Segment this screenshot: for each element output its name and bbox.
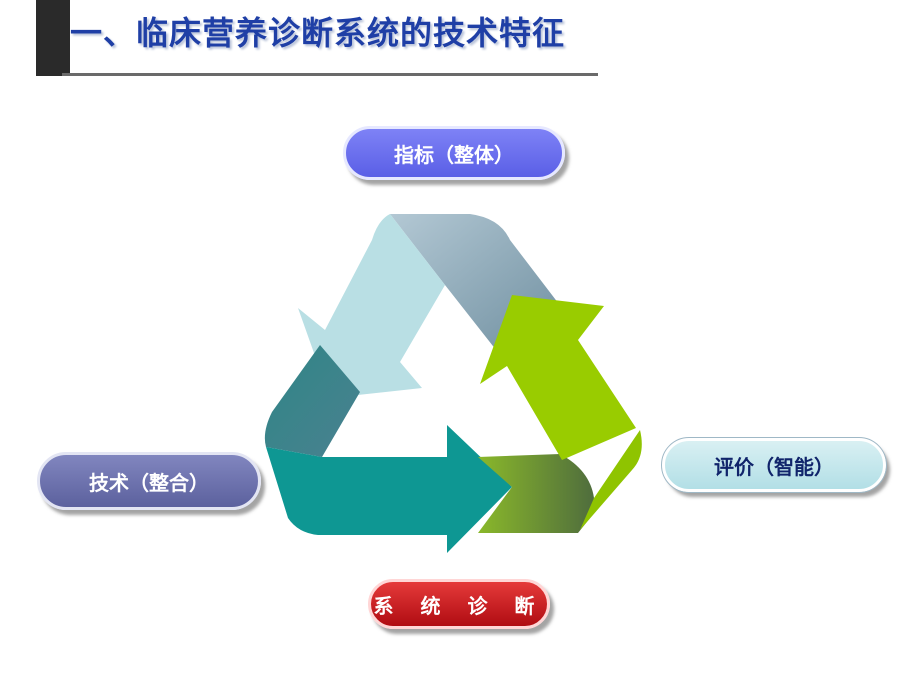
green-up-arrow — [480, 295, 636, 460]
title-bar-block — [36, 0, 70, 76]
node-system-diagnosis-label: 系 统 诊 断 — [373, 593, 545, 618]
light-blue-arrow — [298, 214, 445, 398]
node-evaluation-intelligent: 评价（智能） — [661, 437, 887, 493]
node-technology-integrated: 技术（整合） — [37, 452, 261, 510]
page-title: 一、临床营养诊断系统的技术特征 — [70, 14, 566, 52]
node-evaluation-label: 评价（智能） — [714, 454, 834, 479]
node-indicator-label: 指标（整体） — [394, 142, 514, 167]
node-system-diagnosis: 系 统 诊 断 — [368, 579, 550, 629]
teal-left-curl — [264, 345, 360, 457]
green-tail — [580, 430, 642, 530]
node-technology-label: 技术（整合） — [89, 470, 209, 495]
green-bottom-curl — [478, 454, 594, 533]
node-indicator-whole: 指标（整体） — [343, 126, 565, 180]
teal-bottom-arrow — [266, 425, 512, 553]
title-underline — [62, 73, 598, 76]
